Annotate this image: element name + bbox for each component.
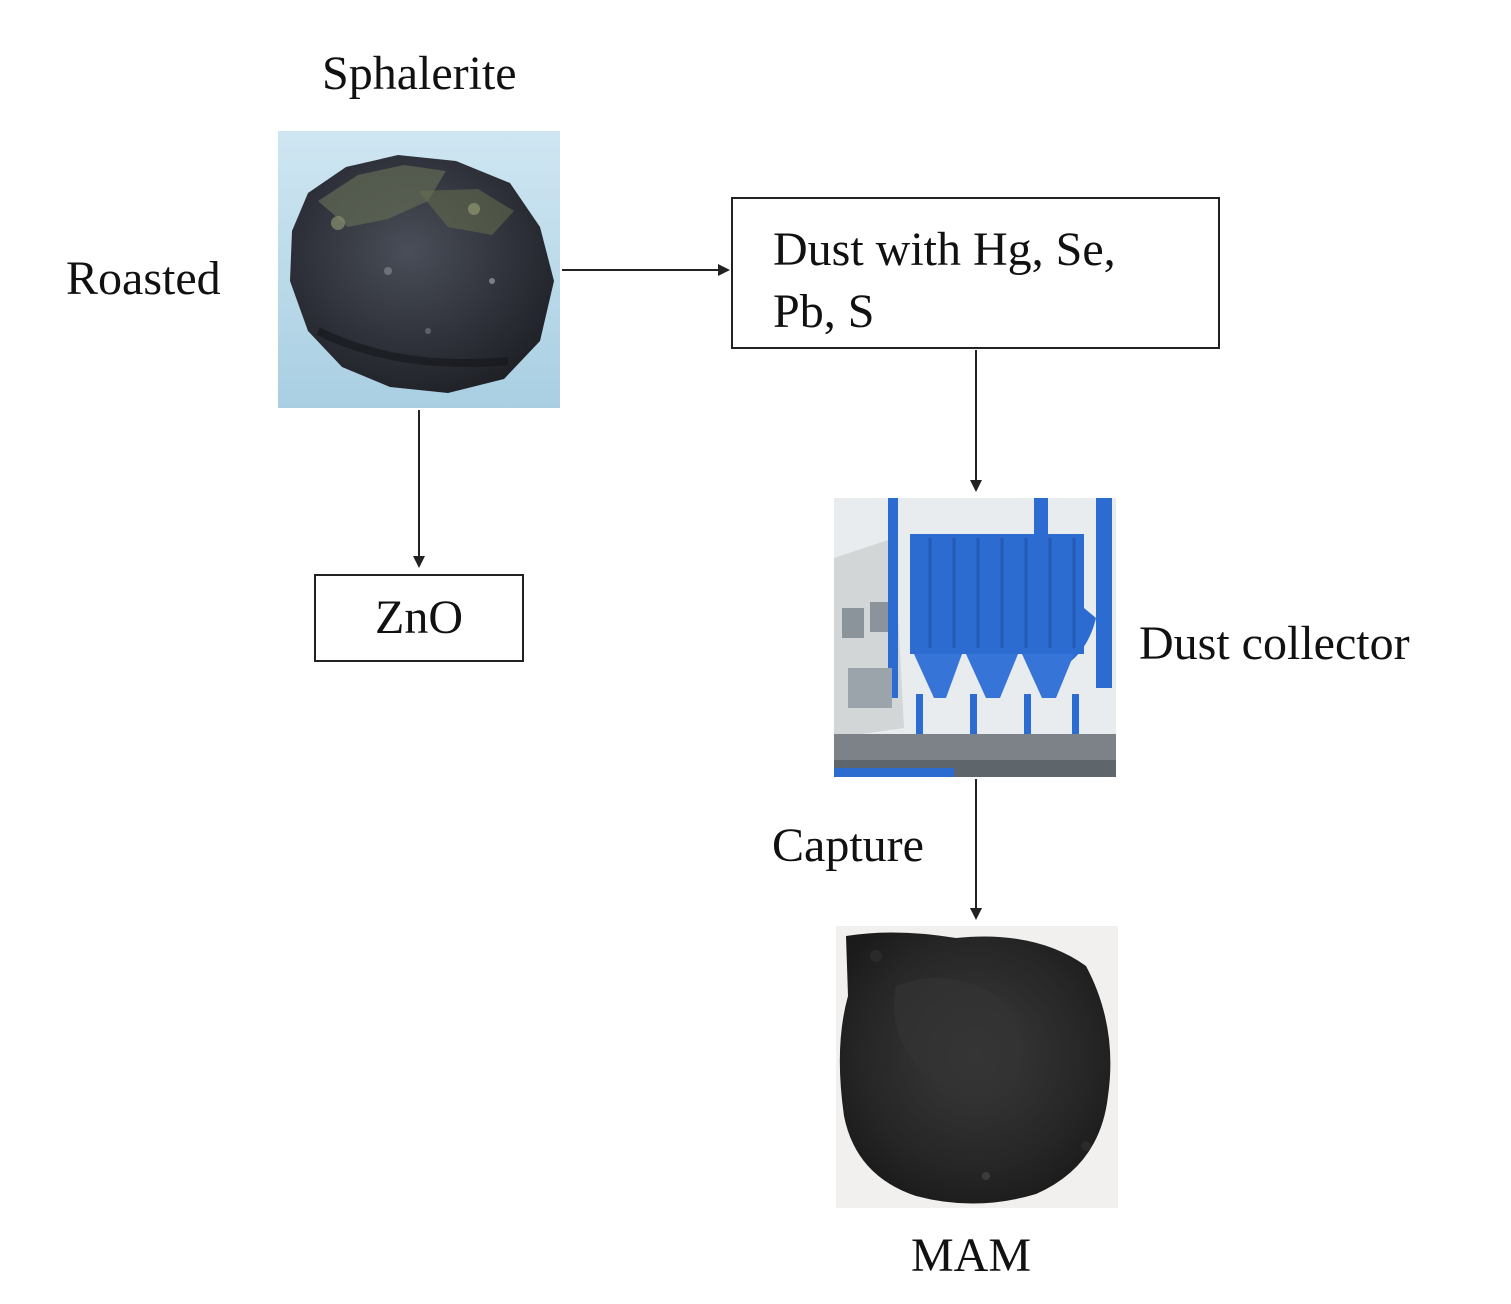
roasted-label: Roasted (66, 252, 221, 305)
dust-collector-image (834, 498, 1116, 777)
capture-label: Capture (772, 819, 924, 872)
mam-powder-image (836, 926, 1118, 1208)
zno-label: ZnO (375, 591, 463, 644)
dust-collector-label: Dust collector (1139, 617, 1410, 670)
mam-powder-photo (836, 926, 1118, 1208)
dust-composition-box: Dust with Hg, Se, Pb, S (731, 197, 1220, 349)
dust-box-line-1: Dust with Hg, Se, (773, 223, 1116, 276)
sphalerite-label: Sphalerite (322, 47, 517, 100)
zno-box: ZnO (314, 574, 524, 662)
mam-label: MAM (911, 1229, 1032, 1282)
sphalerite-rock-image (278, 131, 560, 408)
dust-collector-photo (834, 498, 1116, 777)
sphalerite-photo (278, 131, 560, 408)
dust-box-line-2: Pb, S (773, 285, 875, 339)
